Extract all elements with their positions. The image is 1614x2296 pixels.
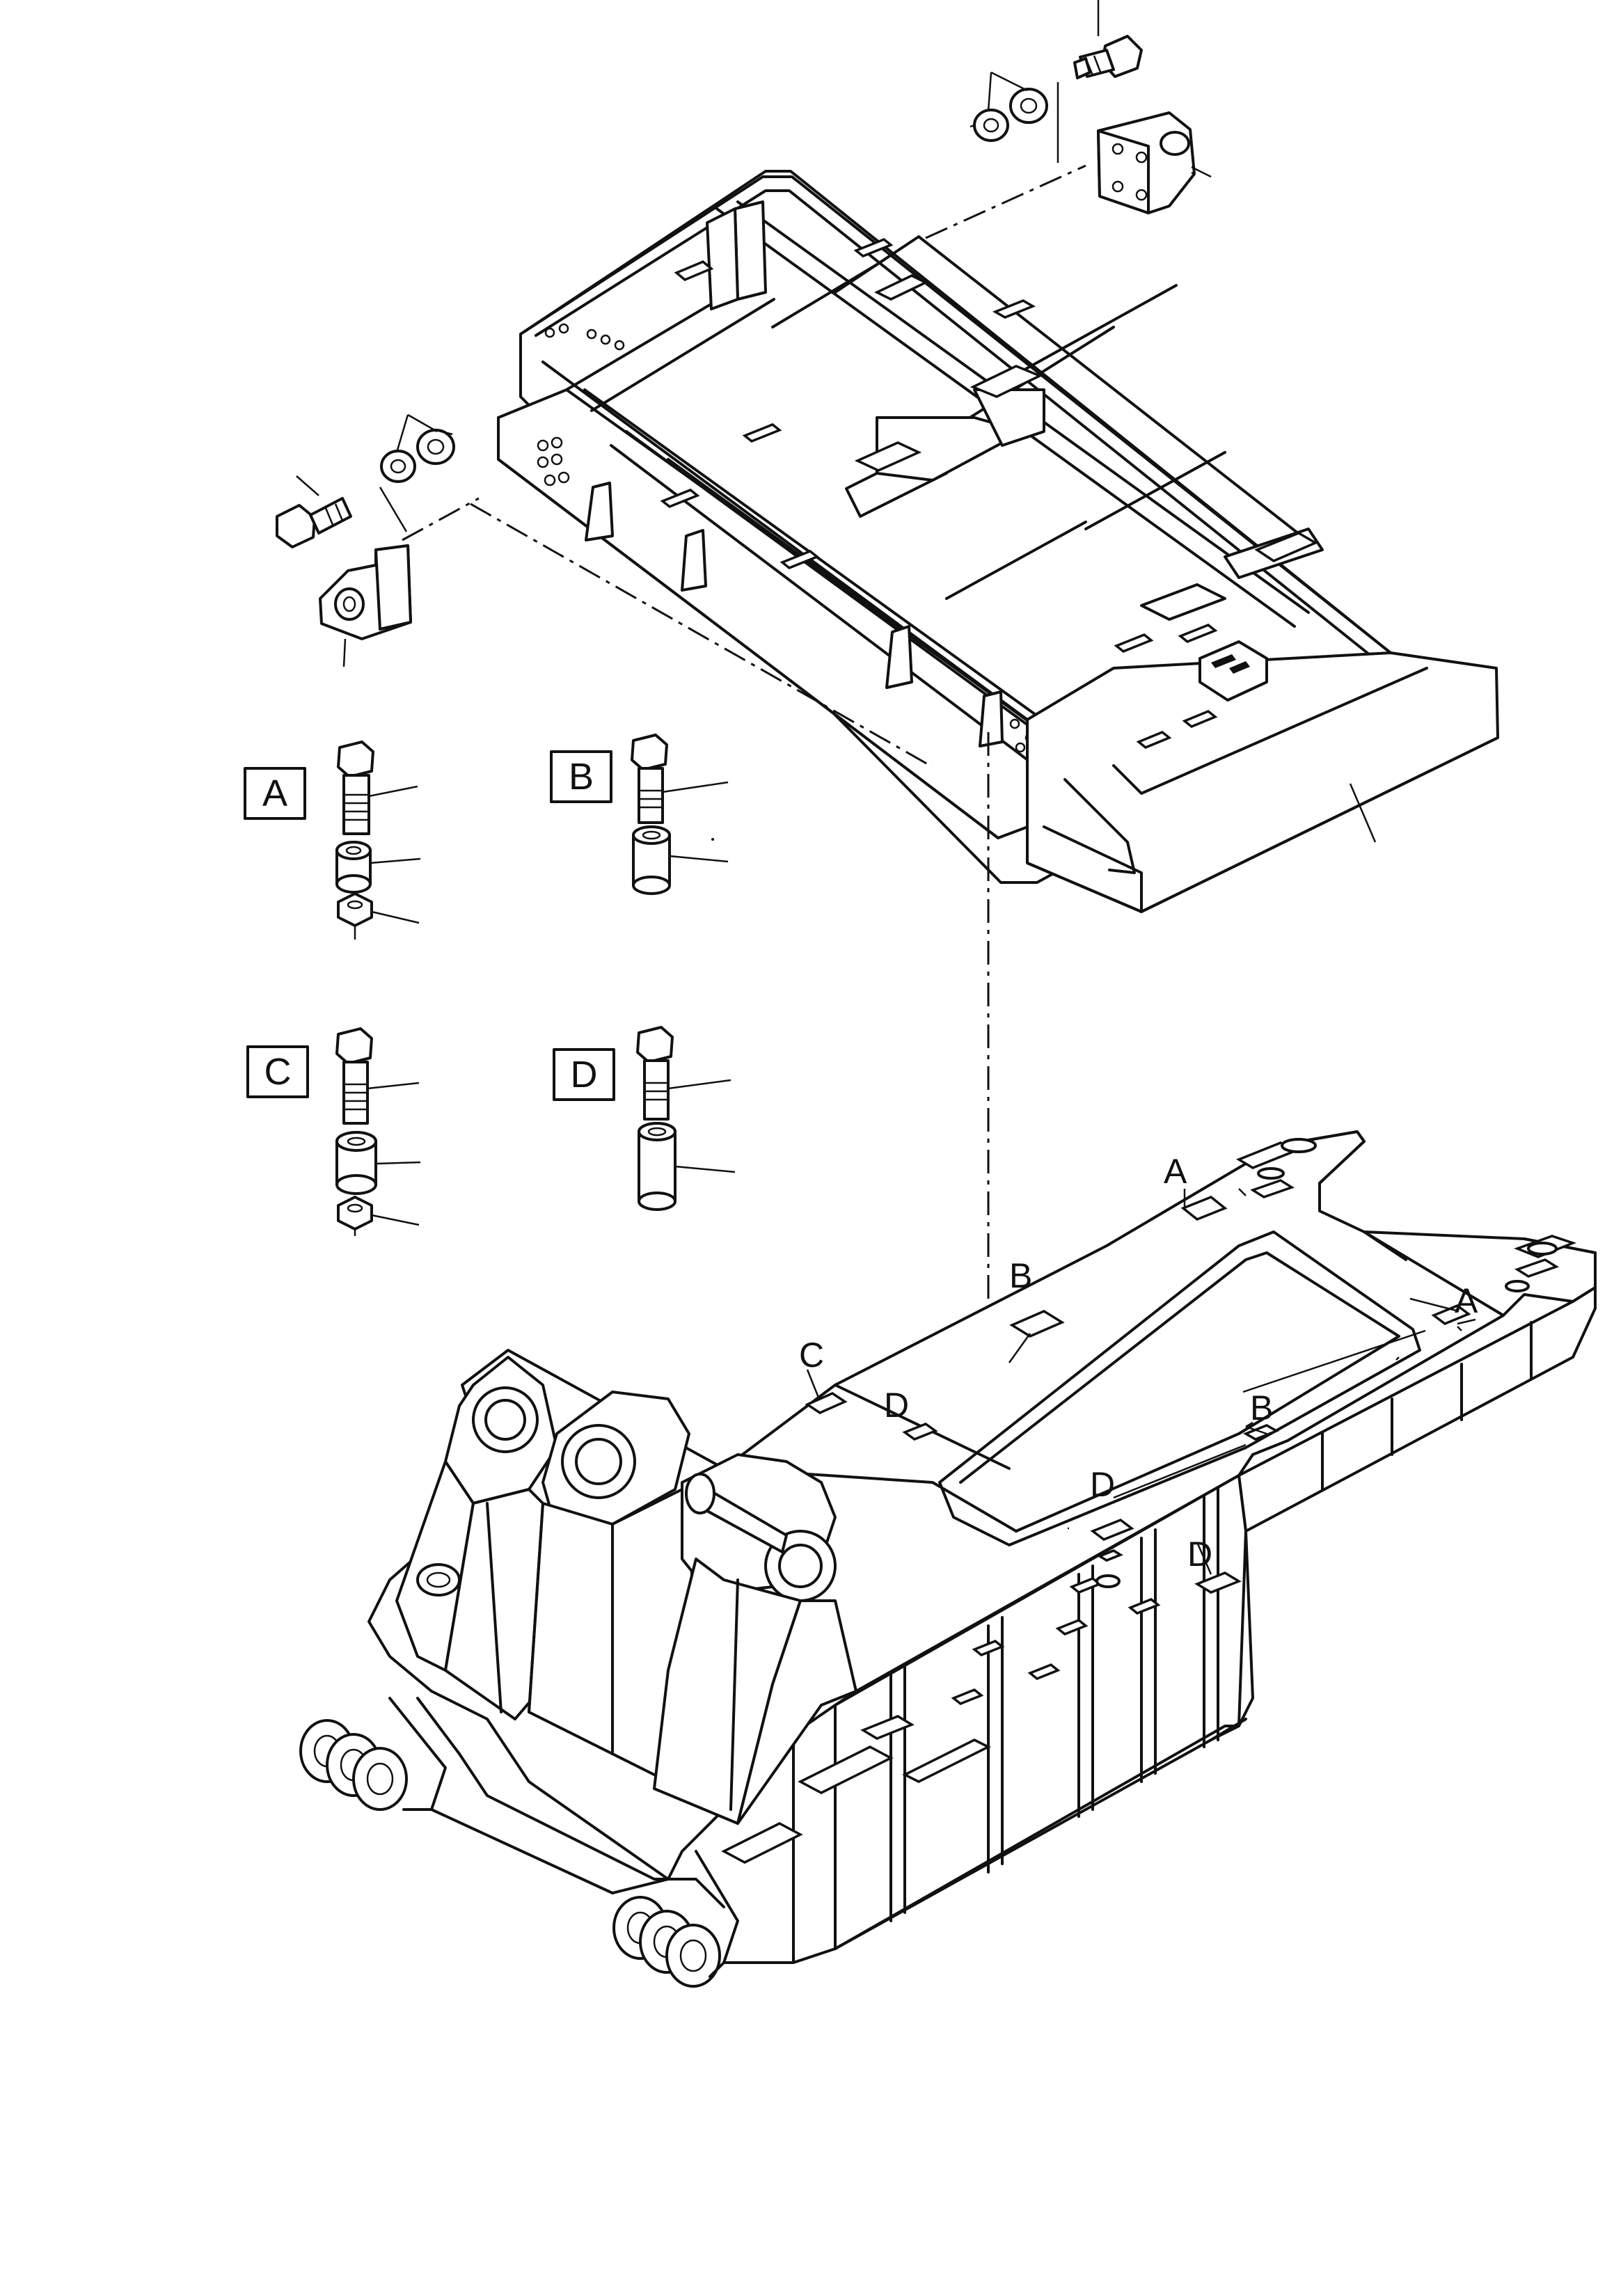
- frame-callout-d1: D: [884, 1386, 909, 1425]
- detail-label-c: C: [264, 1051, 292, 1093]
- top-left-bolt-assembly: [276, 413, 480, 667]
- spacer-icon: [335, 1131, 377, 1195]
- nut-icon: [970, 88, 1048, 142]
- front-lug-right: [612, 1850, 795, 1988]
- detail-a: A: [244, 741, 421, 940]
- mounting-bracket-top: [1097, 111, 1196, 214]
- detail-box-b: [550, 750, 612, 803]
- front-lug-left: [299, 1697, 670, 1894]
- callout-leaders: [806, 1188, 1476, 1575]
- mounting-bracket-left: [319, 544, 412, 640]
- upper-revolving-frame: [497, 170, 1499, 913]
- detail-c: C: [246, 1027, 421, 1236]
- bolt-icon: [1073, 35, 1143, 79]
- detail-d: D: [553, 1026, 736, 1211]
- bolt-icon: [337, 741, 374, 835]
- nut-icon: [380, 429, 455, 483]
- detail-box-a: [244, 767, 306, 820]
- frame-callout-b2: B: [1250, 1388, 1273, 1427]
- detail-box-d: [553, 1048, 615, 1101]
- detail-label-b: B: [569, 756, 594, 798]
- nut-icon: [337, 892, 373, 927]
- spacer-icon: [632, 825, 671, 895]
- top-right-bolt-assembly: [925, 0, 1212, 239]
- bolt-icon: [631, 734, 668, 824]
- bolt-icon: [276, 497, 352, 548]
- frame-callout-a2: A: [1455, 1281, 1478, 1320]
- detail-label-d: D: [571, 1054, 598, 1095]
- boom-pin-shaft: [685, 1473, 788, 1553]
- bolt-icon: [636, 1026, 674, 1121]
- frame-callout-b1: B: [1009, 1256, 1032, 1295]
- spacer-icon: [638, 1122, 677, 1211]
- nut-icon: [337, 1196, 373, 1230]
- frame-callout-a1: A: [1164, 1152, 1187, 1191]
- detail-b: B: [550, 734, 729, 895]
- spacer-icon: [335, 841, 372, 894]
- boom-foot-tower-right: [653, 1453, 857, 1825]
- frame-callout-c1: C: [799, 1336, 824, 1375]
- frame-callout-d3: D: [1187, 1535, 1212, 1574]
- detail-label-a: A: [262, 773, 287, 814]
- frame-callout-d2: D: [1090, 1465, 1115, 1504]
- detail-box-c: [246, 1045, 309, 1098]
- main-frame: [299, 1130, 1597, 1988]
- bolt-icon: [335, 1027, 373, 1125]
